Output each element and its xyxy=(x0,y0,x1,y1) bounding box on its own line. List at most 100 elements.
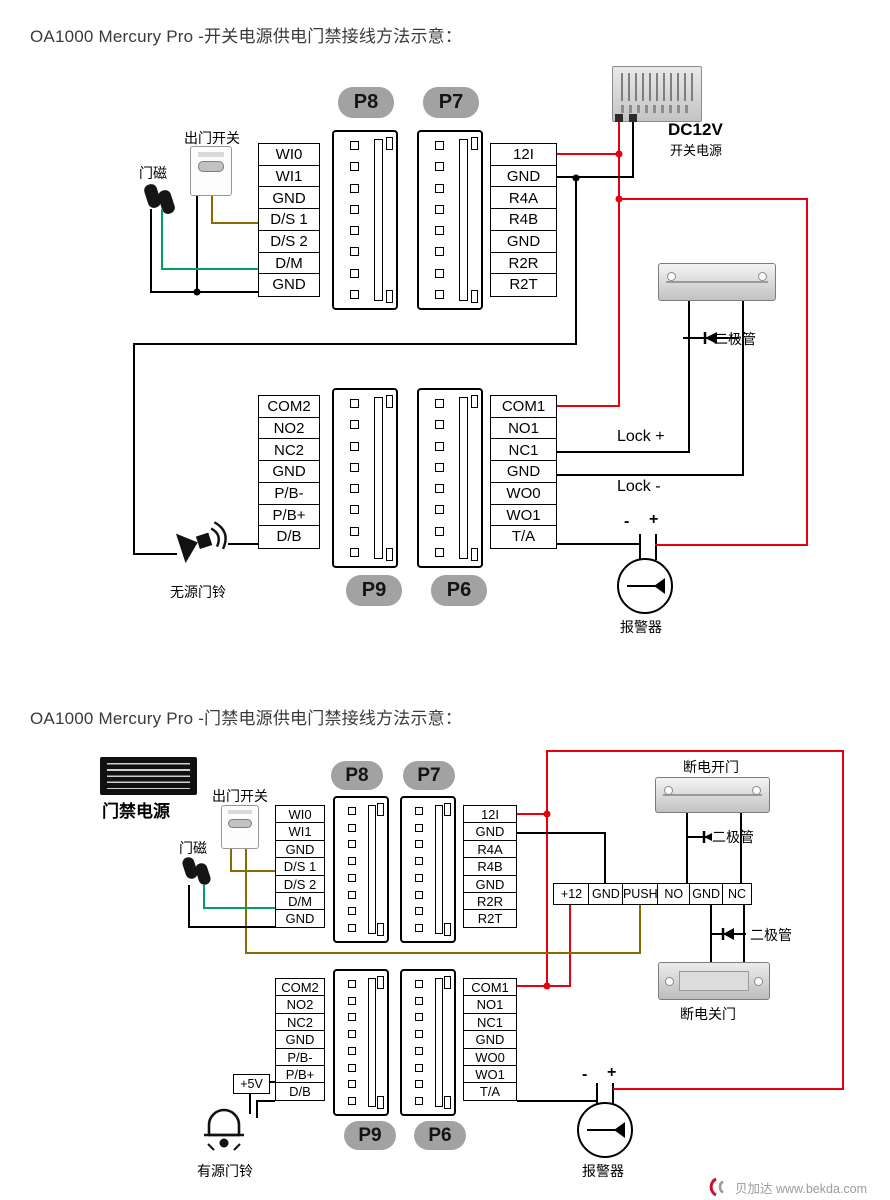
wire xyxy=(256,1100,259,1118)
wire xyxy=(632,122,635,177)
terminal-cell: GND xyxy=(258,273,320,297)
terminal-cell: GND xyxy=(275,1030,325,1050)
terminal-cell: WI0 xyxy=(275,805,325,824)
wire xyxy=(655,544,807,547)
p9-connector-plug xyxy=(333,969,389,1116)
alarm-label: 报警器 xyxy=(582,1163,624,1179)
terminal-cell: P/B- xyxy=(275,1047,325,1067)
terminal-cell: NC2 xyxy=(275,1012,325,1032)
connector-pins xyxy=(348,980,356,1105)
wire xyxy=(133,553,177,556)
door-magnet-icon xyxy=(156,188,177,216)
alarm-plus-label: + xyxy=(649,511,659,528)
wire xyxy=(710,905,713,962)
p6-terminal-table: COM1 NO1 NC1 GND WO0 WO1 T/A xyxy=(463,978,517,1102)
terminal-cell: WO0 xyxy=(490,481,557,506)
wire xyxy=(686,813,689,883)
wire xyxy=(688,301,691,453)
connector-label-p7: P7 xyxy=(423,87,479,118)
exit-button-label: 出门开关 xyxy=(212,788,268,804)
p9-connector-plug xyxy=(332,388,398,568)
fail-safe-lock-icon xyxy=(655,777,770,813)
terminal-cell: NC1 xyxy=(463,1012,517,1032)
diode-label: 二极管 xyxy=(714,331,756,347)
p7-connector-plug xyxy=(417,130,483,310)
terminal-cell: GND xyxy=(463,1030,517,1050)
fail-secure-lock-label: 断电关门 xyxy=(680,1006,736,1022)
p6-connector-plug xyxy=(417,388,483,568)
terminal-cell: D/B xyxy=(275,1082,325,1102)
door-magnet-label: 门磁 xyxy=(139,165,167,181)
watermark-text: 贝加达 www.bekda.com xyxy=(735,1181,867,1196)
terminal-cell: T/A xyxy=(490,525,557,549)
bekda-logo-icon xyxy=(709,1177,724,1197)
wire xyxy=(557,153,620,156)
wire xyxy=(258,1100,275,1103)
wire xyxy=(612,1083,615,1106)
p8-connector-plug xyxy=(332,130,398,310)
connector-pins xyxy=(435,141,444,299)
wire xyxy=(188,885,191,928)
strip-terminal: +12 xyxy=(553,883,590,905)
terminal-cell: D/S 1 xyxy=(275,857,325,877)
diagram1-title: OA1000 Mercury Pro -开关电源供电门禁接线方法示意： xyxy=(30,27,463,46)
door-magnet-label: 门磁 xyxy=(179,840,207,856)
connector-label-p9: P9 xyxy=(344,1121,396,1150)
alarm-label: 报警器 xyxy=(620,619,662,635)
wire xyxy=(618,122,621,407)
wire xyxy=(618,198,808,201)
alarm-icon xyxy=(577,1102,633,1158)
wire xyxy=(557,451,690,454)
terminal-cell: NO1 xyxy=(463,995,517,1015)
p6-terminal-table: COM1 NO1 NC1 GND WO0 WO1 T/A xyxy=(490,395,557,549)
wire xyxy=(569,905,572,987)
exit-button-icon xyxy=(221,805,259,849)
watermark: 贝加达 www.bekda.com xyxy=(706,1177,867,1197)
strip-terminal: NO xyxy=(657,883,691,905)
wire xyxy=(270,1081,275,1084)
wire xyxy=(150,291,258,294)
terminal-cell: WO1 xyxy=(463,1065,517,1085)
terminal-cell: D/S 2 xyxy=(258,229,320,254)
connector-pins xyxy=(415,980,423,1105)
terminal-cell: R2T xyxy=(490,273,557,297)
wire xyxy=(133,343,577,346)
terminal-cell: 12I xyxy=(490,143,557,167)
wire xyxy=(245,849,248,954)
doorbell-icon xyxy=(175,521,227,564)
terminal-cell: GND xyxy=(275,909,325,929)
wire xyxy=(150,209,153,293)
terminal-cell: GND xyxy=(490,164,557,188)
doorbell-icon xyxy=(204,1108,244,1151)
terminal-cell: WO1 xyxy=(490,503,557,527)
access-power-label: 门禁电源 xyxy=(102,802,170,821)
psu-name-label: 开关电源 xyxy=(670,143,723,158)
terminal-cell: GND xyxy=(463,822,517,842)
wire xyxy=(557,474,744,477)
junction-dot xyxy=(615,150,623,158)
terminal-cell: R2R xyxy=(490,251,557,275)
terminal-cell: D/S 1 xyxy=(258,208,320,232)
connector-label-p7: P7 xyxy=(403,761,455,790)
terminal-cell: WI0 xyxy=(258,143,320,167)
wire xyxy=(604,832,607,883)
wire xyxy=(557,405,619,408)
diode-icon xyxy=(683,332,739,344)
p9-terminal-table: COM2 NO2 NC2 GND P/B- P/B+ D/B xyxy=(275,978,325,1102)
diagram2-title: OA1000 Mercury Pro -门禁电源供电门禁接线方法示意： xyxy=(30,709,463,728)
terminal-cell: WI1 xyxy=(275,822,325,842)
connector-pins xyxy=(348,807,356,932)
terminal-cell: P/B+ xyxy=(275,1065,325,1085)
terminal-cell: GND xyxy=(275,839,325,859)
junction-dot xyxy=(543,982,551,990)
terminal-cell: 12I xyxy=(463,805,517,824)
p9-terminal-table: COM2 NO2 NC2 GND P/B- P/B+ D/B xyxy=(258,395,320,549)
wire xyxy=(596,1083,599,1106)
terminal-cell: P/B+ xyxy=(258,503,320,527)
terminal-cell: COM2 xyxy=(275,978,325,997)
wire xyxy=(188,926,275,929)
wire xyxy=(743,905,746,962)
wire xyxy=(133,343,136,555)
junction-dot xyxy=(193,288,201,296)
terminal-cell: COM1 xyxy=(490,395,557,419)
